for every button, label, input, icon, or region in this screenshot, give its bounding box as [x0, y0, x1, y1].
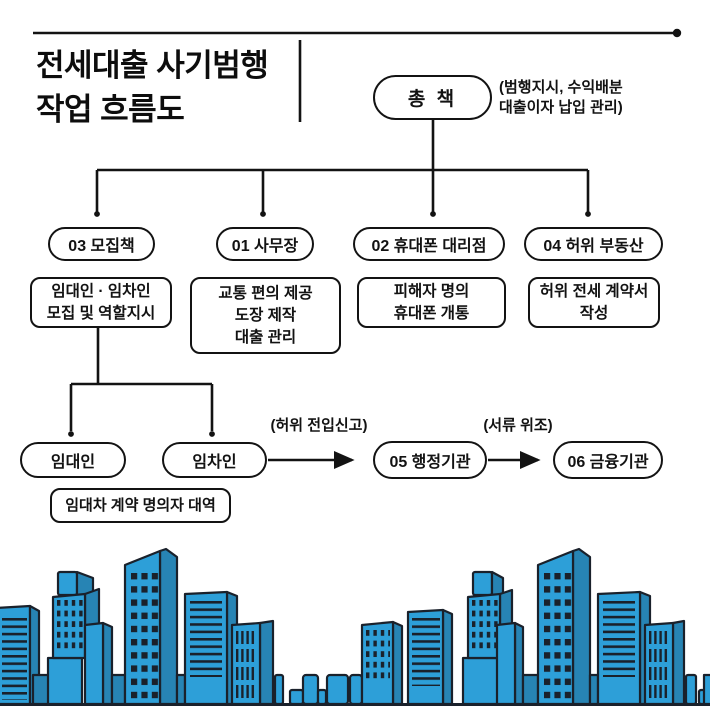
node-recruiter: 03 모집책: [48, 227, 155, 261]
desc-phone-store: 피해자 명의 휴대폰 개통: [357, 277, 506, 328]
desc-office-manager: 교통 편의 제공 도장 제작 대출 관리: [190, 277, 341, 354]
node-ringleader-label: 총 책: [407, 89, 458, 110]
node-fake-realtor-label: 04 허위 부동산: [543, 238, 644, 255]
desc-recruiter: 임대인 · 임차인 모집 및 역할지시: [30, 277, 172, 328]
page-title-line1: 전세대출 사기범행: [36, 48, 269, 83]
node-gov-agency-label: 05 행정기관: [389, 454, 471, 471]
node-fake-realtor: 04 허위 부동산: [524, 227, 663, 261]
city-skyline-illustration: [0, 547, 710, 706]
node-recruiter-label: 03 모집책: [68, 238, 135, 255]
desc-contract-proxy: 임대차 계약 명의자 대역: [50, 488, 231, 523]
arrow1-label: (허위 전입신고): [270, 417, 368, 434]
desc-fake-realtor: 허위 전세 계약서 작성: [528, 277, 660, 328]
node-phone-store: 02 휴대폰 대리점: [353, 227, 505, 261]
node-office-manager-label: 01 사무장: [231, 238, 299, 255]
node-financial-institution-label: 06 금융기관: [567, 454, 649, 471]
node-ringleader: 총 책: [373, 75, 492, 120]
node-tenant-label: 임차인: [192, 454, 237, 471]
node-landlord: 임대인: [20, 442, 126, 478]
node-landlord-label: 임대인: [50, 454, 96, 471]
node-phone-store-label: 02 휴대폰 대리점: [371, 238, 487, 255]
node-tenant: 임차인: [162, 442, 267, 478]
page-title-line2: 작업 흐름도: [36, 92, 185, 128]
node-financial-institution: 06 금융기관: [553, 441, 663, 479]
ringleader-note: (범행지시, 수익배분 대출이자 납입 관리): [499, 79, 623, 116]
page-title: 전세대출 사기범행 작업 흐름도: [36, 44, 269, 132]
top-rule-end-dot: [672, 28, 682, 38]
node-gov-agency: 05 행정기관: [373, 441, 487, 479]
arrow2-label: (서류 위조): [483, 417, 553, 434]
node-office-manager: 01 사무장: [216, 227, 314, 261]
